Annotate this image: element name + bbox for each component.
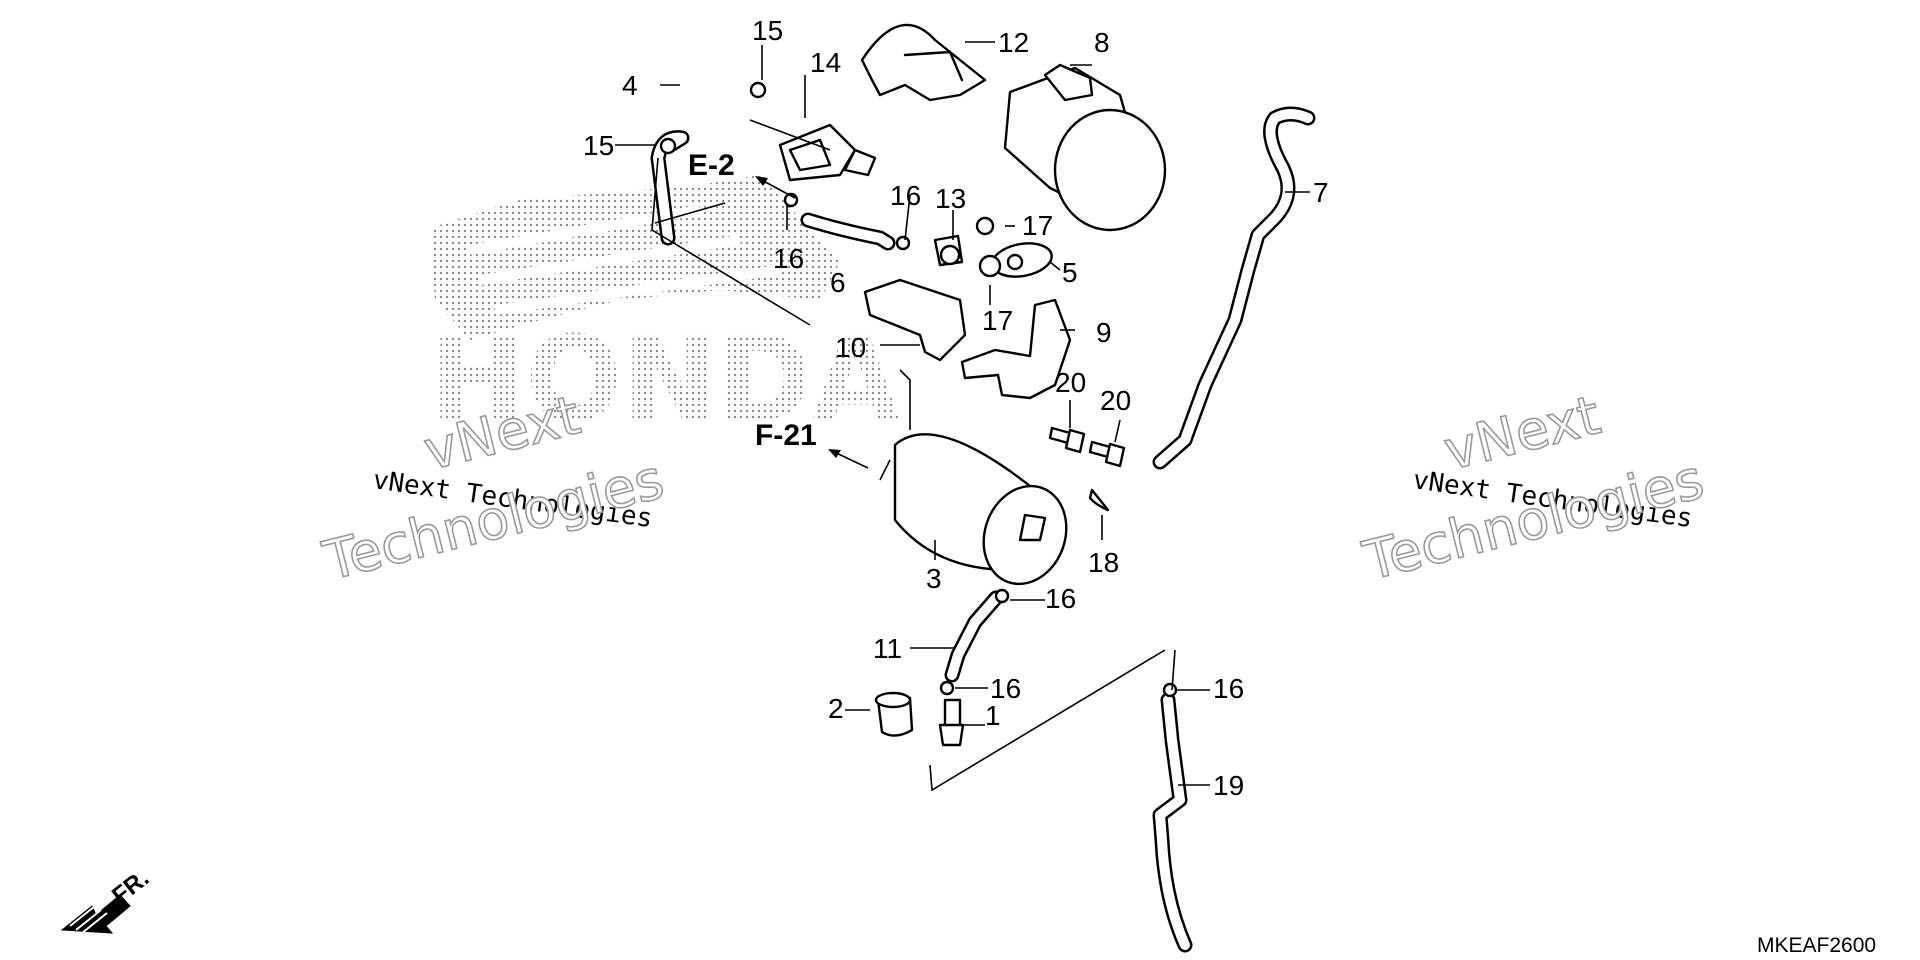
callout-16-upper-left: 16 bbox=[773, 243, 804, 274]
part-3-canister bbox=[879, 433, 1068, 586]
part-6-hose bbox=[800, 212, 896, 251]
part-1-joint bbox=[938, 698, 965, 747]
callout-2: 2 bbox=[828, 693, 844, 724]
callout-6: 6 bbox=[830, 267, 846, 298]
callout-13: 13 bbox=[935, 183, 966, 214]
callout-7: 7 bbox=[1313, 177, 1329, 208]
callout-20-left: 20 bbox=[1055, 367, 1086, 398]
callout-15-lower: 15 bbox=[583, 130, 614, 161]
watermark-outline-right-2: Technologies bbox=[1357, 448, 1710, 593]
callout-5: 5 bbox=[1062, 257, 1078, 288]
diagram-code: MKEAF2600 bbox=[1757, 934, 1876, 957]
part-20-bolt-left bbox=[1048, 426, 1086, 454]
callout-1: 1 bbox=[985, 700, 1001, 731]
part-14-solenoid-valve bbox=[749, 119, 877, 182]
callout-10: 10 bbox=[835, 332, 866, 363]
part-15-clamp-lower bbox=[659, 137, 677, 155]
part-15-clamp-upper bbox=[749, 81, 767, 99]
callout-labels: 1 2 3 4 5 6 7 8 9 10 11 12 13 14 15 15 1… bbox=[583, 15, 1329, 801]
part-8-cover bbox=[1003, 63, 1167, 232]
reference-f21: F-21 bbox=[755, 419, 817, 452]
callout-17-upper: 17 bbox=[1022, 210, 1053, 241]
part-2-cap bbox=[874, 691, 914, 737]
callout-18: 18 bbox=[1088, 547, 1119, 578]
watermark-outline-right-1: vNext bbox=[1438, 383, 1606, 482]
part-10-bracket bbox=[863, 278, 967, 362]
callout-11: 11 bbox=[873, 633, 902, 664]
part-16-clamp-upper-right bbox=[895, 235, 911, 251]
callout-3: 3 bbox=[926, 563, 942, 594]
part-17-o-ring-lower bbox=[978, 254, 1002, 278]
callout-17-lower: 17 bbox=[982, 305, 1013, 336]
part-18-clip bbox=[1088, 488, 1110, 512]
callout-16-upper-right: 16 bbox=[890, 180, 921, 211]
callout-16-lower-left: 16 bbox=[990, 673, 1021, 704]
ref-arrow-e2 bbox=[755, 176, 796, 199]
callout-4: 4 bbox=[622, 70, 638, 101]
part-17-o-ring-upper bbox=[975, 216, 995, 236]
callout-20-right: 20 bbox=[1100, 385, 1131, 416]
leader-lines bbox=[615, 41, 1310, 792]
callout-19: 19 bbox=[1213, 770, 1244, 801]
callout-16-middle: 16 bbox=[1045, 583, 1076, 614]
callout-14: 14 bbox=[810, 47, 841, 78]
front-direction-marker: FR. bbox=[60, 865, 154, 934]
part-9-bracket bbox=[960, 298, 1072, 400]
part-16-clamp-middle bbox=[994, 588, 1010, 604]
callout-15-upper: 15 bbox=[752, 15, 783, 46]
callout-16-lower-right: 16 bbox=[1213, 673, 1244, 704]
part-7-hose bbox=[1152, 106, 1316, 470]
part-11-hose bbox=[944, 590, 1004, 683]
reference-e2: E-2 bbox=[688, 149, 735, 182]
part-19-hose bbox=[1152, 692, 1193, 953]
ref-arrow-f21 bbox=[828, 449, 869, 469]
callout-12: 12 bbox=[998, 27, 1029, 58]
callout-9: 9 bbox=[1096, 317, 1112, 348]
part-16-clamp-lower-left bbox=[939, 680, 955, 696]
part-20-bolt-right bbox=[1088, 440, 1126, 468]
part-16-clamp-lower-right bbox=[1162, 682, 1178, 698]
part-13-valve bbox=[933, 234, 964, 267]
callout-8: 8 bbox=[1094, 27, 1110, 58]
honda-wordmark: HONDA bbox=[430, 310, 900, 448]
honda-wing-logo: HONDA bbox=[430, 175, 900, 448]
watermark-outline-left-2: Technologies bbox=[317, 448, 670, 593]
part-5-cap bbox=[991, 242, 1053, 278]
